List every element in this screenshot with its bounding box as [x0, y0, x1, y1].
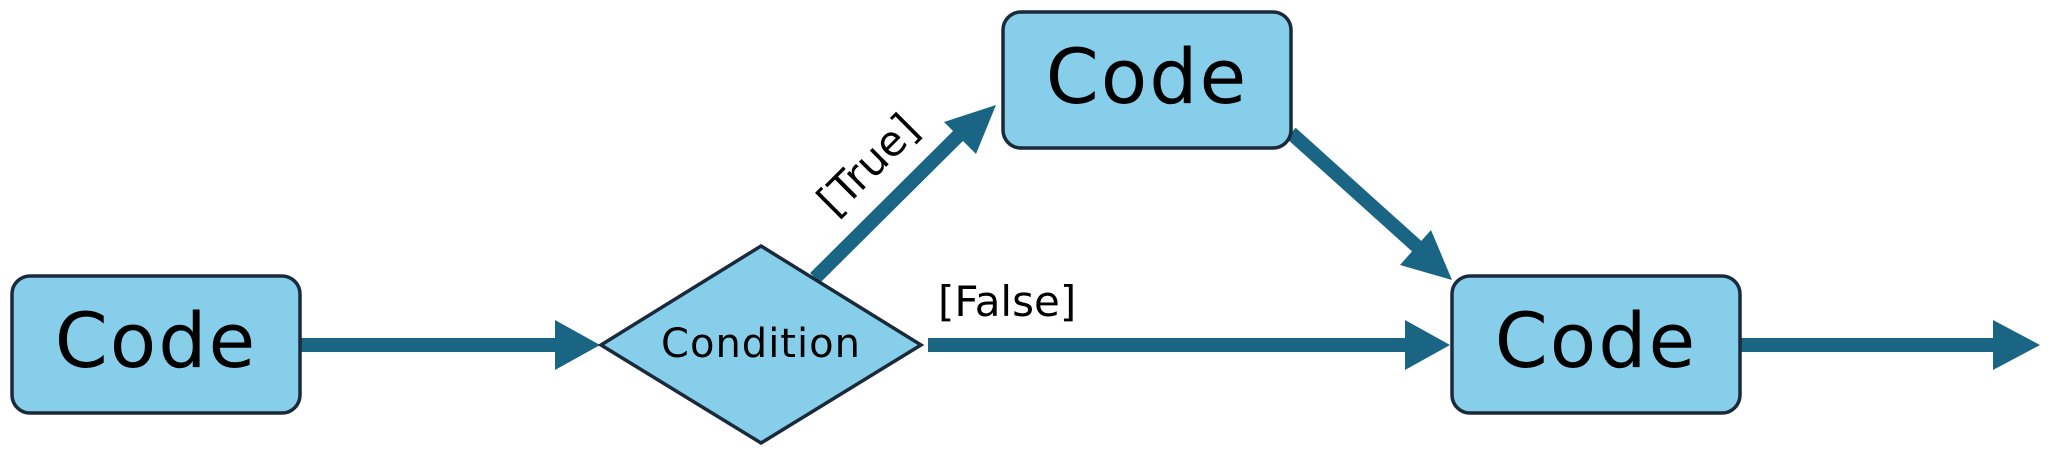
code-node-end-label: Code — [1495, 296, 1698, 385]
code-node-true-branch-label: Code — [1046, 32, 1249, 121]
code-node-end: Code — [1450, 274, 1742, 415]
code-node-start: Code — [10, 274, 302, 415]
condition-node: Condition — [597, 243, 925, 446]
false-edge-label: [False] — [938, 277, 1076, 326]
code-node-start-label: Code — [55, 296, 258, 385]
edge-end-code-exit — [1740, 320, 2040, 370]
edge-condition-to-true-code — [810, 105, 996, 283]
edge-start-to-condition — [300, 320, 600, 370]
edge-condition-to-end-code — [928, 320, 1450, 370]
condition-node-label: Condition — [661, 321, 861, 367]
edge-true-code-to-end-code — [1286, 127, 1452, 280]
code-node-true-branch: Code — [1001, 10, 1293, 150]
true-edge-label: [True] — [807, 104, 928, 225]
